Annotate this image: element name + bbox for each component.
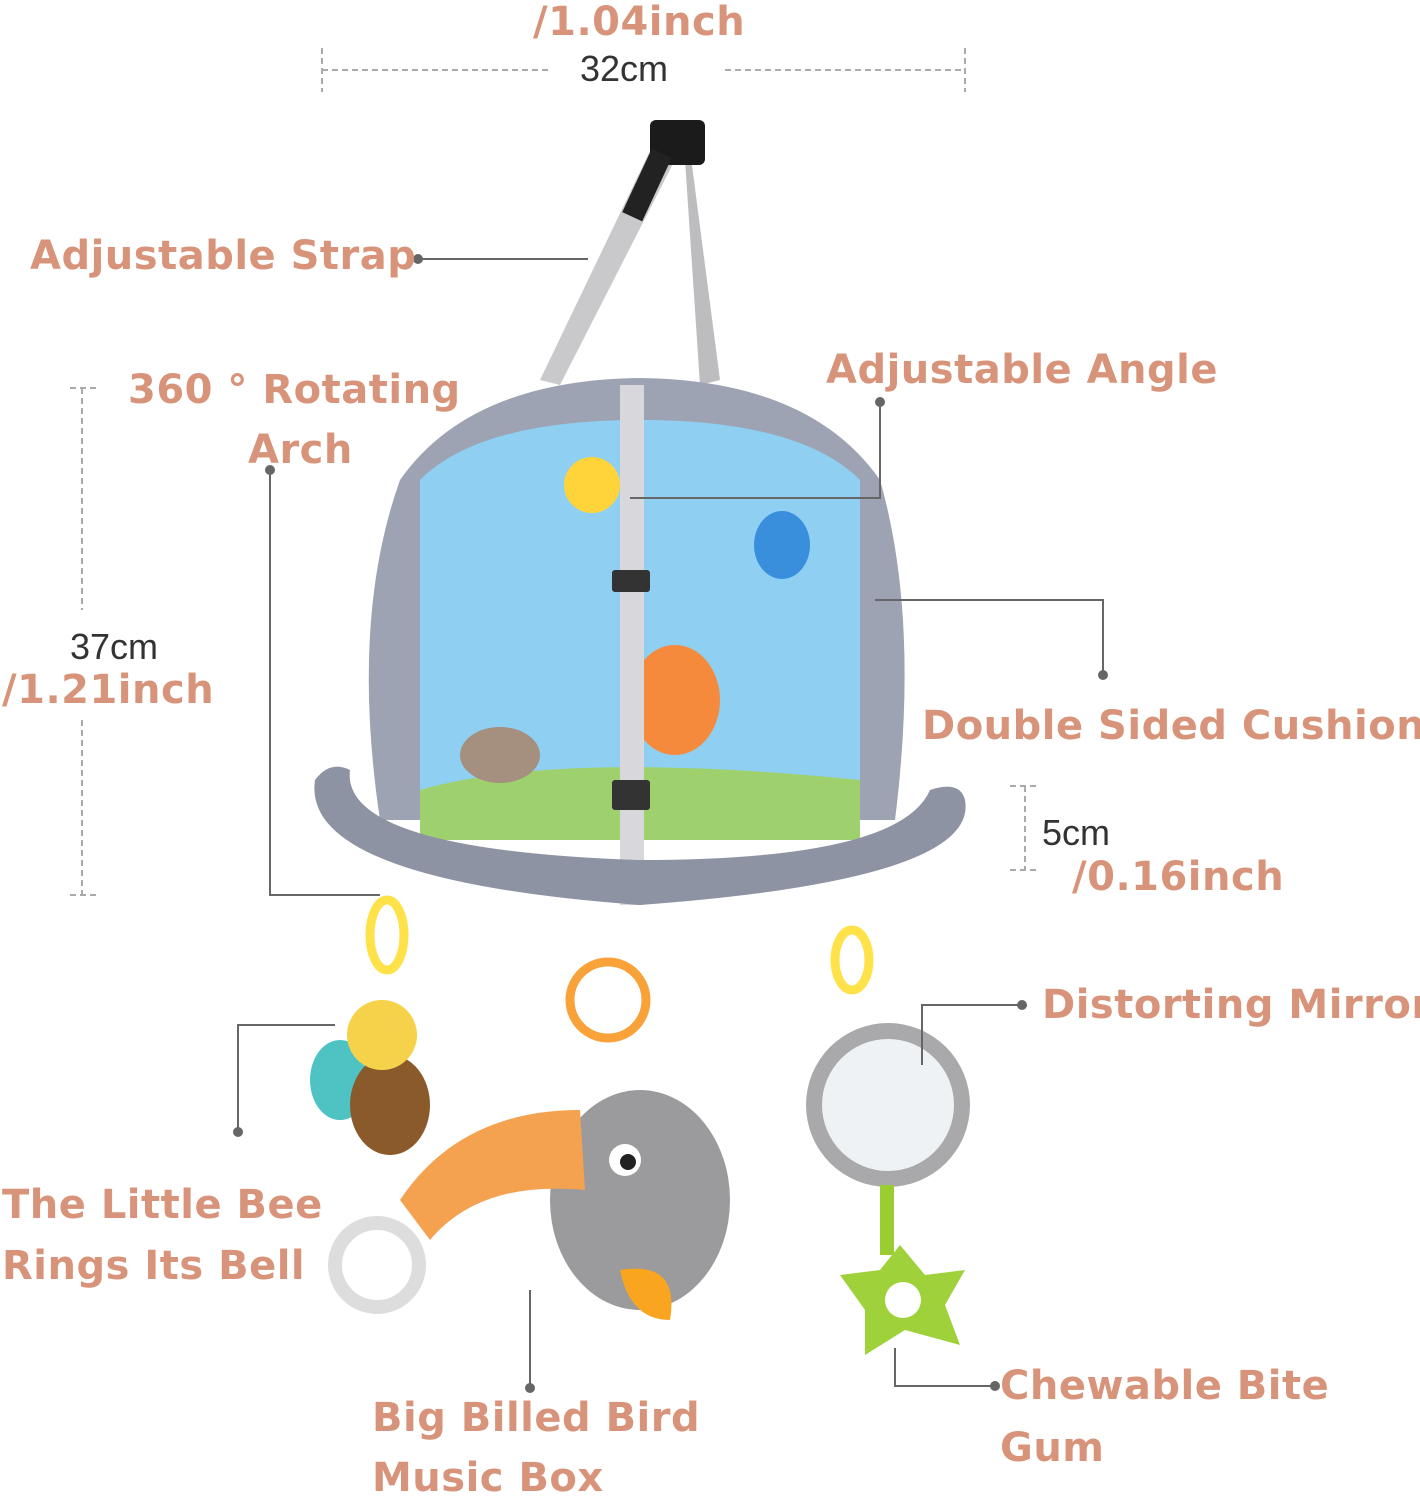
leader-lines — [237, 258, 1104, 1388]
depth-cm: 5cm — [1042, 812, 1111, 853]
rotating-arch — [314, 766, 966, 905]
center-strap — [620, 385, 644, 905]
label-rotating-arch-2: Arch — [248, 427, 353, 473]
height-cm: 37cm — [70, 626, 159, 667]
label-gum-1: Chewable Bite — [1000, 1363, 1330, 1409]
label-rotating-arch-1: 360 ° Rotating — [128, 367, 461, 413]
toucan-toy — [400, 1090, 730, 1320]
width-inch: /1.04inch — [533, 0, 746, 45]
width-cm: 32cm — [580, 48, 669, 89]
height-inch: /1.21inch — [2, 667, 215, 713]
depth-inch: /0.16inch — [1072, 854, 1285, 900]
dimension-lines — [70, 48, 1040, 896]
label-bee-1: The Little Bee — [2, 1182, 323, 1228]
mirror-toy — [806, 1023, 970, 1355]
strap — [540, 120, 720, 385]
label-bird-2: Music Box — [372, 1455, 604, 1500]
label-bird-1: Big Billed Bird — [372, 1395, 701, 1441]
label-bee-2: Rings Its Bell — [2, 1243, 306, 1289]
label-gum-2: Gum — [1000, 1425, 1105, 1471]
label-double-sided-cushion: Double Sided Cushion — [922, 703, 1420, 749]
bee-toy — [310, 1000, 430, 1314]
label-distorting-mirror: Distorting Mirror — [1042, 982, 1420, 1028]
label-adjustable-angle: Adjustable Angle — [826, 347, 1219, 393]
label-adjustable-strap: Adjustable Strap — [30, 233, 417, 279]
